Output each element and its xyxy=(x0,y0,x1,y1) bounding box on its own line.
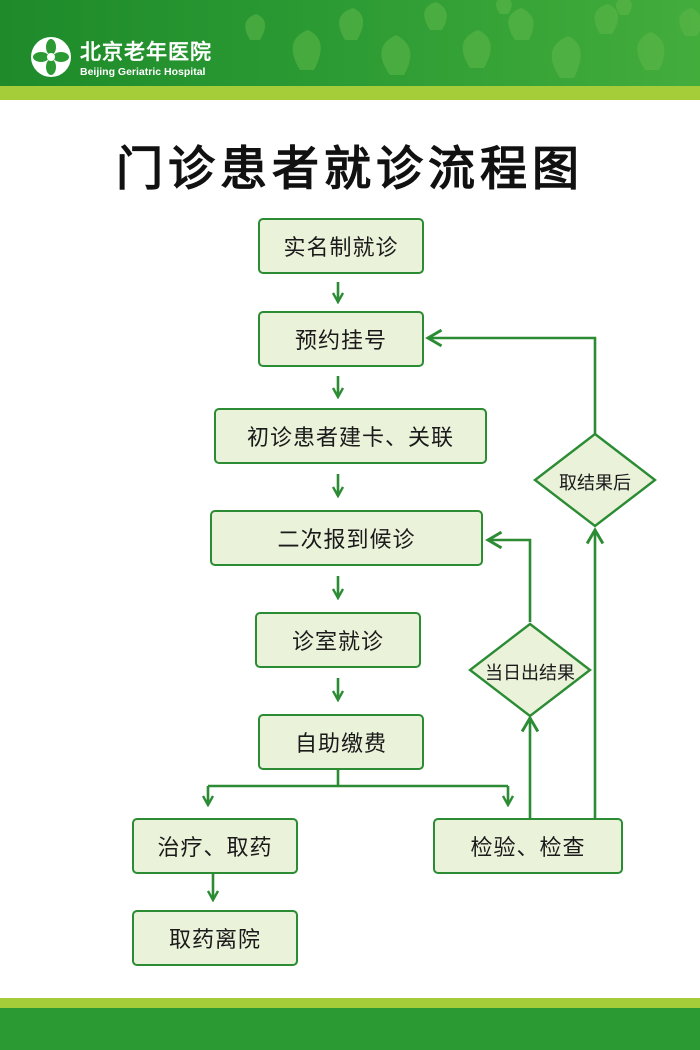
step-appointment-registration: 预约挂号 xyxy=(258,311,424,367)
hospital-name-english: Beijing Geriatric Hospital xyxy=(80,66,206,78)
step-treatment-medicine: 治疗、取药 xyxy=(132,818,298,874)
step-new-patient-card: 初诊患者建卡、关联 xyxy=(214,408,487,464)
decision-diamond-same-day xyxy=(468,622,592,718)
step-clinic-visit: 诊室就诊 xyxy=(255,612,421,668)
hospital-name: 北京老年医院 xyxy=(80,40,212,64)
arrow-decision2-to-register xyxy=(428,338,597,435)
decision-label-same-day-results: 当日出结果 xyxy=(485,663,575,684)
decision-diamond-after-results xyxy=(533,432,657,528)
header-accent-stripe xyxy=(0,86,700,100)
step-self-payment: 自助缴费 xyxy=(258,714,424,770)
step-second-checkin-wait: 二次报到候诊 xyxy=(210,510,483,566)
ginkgo-leaves-decoration xyxy=(245,0,700,78)
flowchart-connectors xyxy=(0,282,657,1000)
step-take-medicine-leave: 取药离院 xyxy=(132,910,298,966)
header-banner: 北京老年医院 Beijing Geriatric Hospital xyxy=(0,0,700,100)
decision-label-after-results: 取结果后 xyxy=(559,473,631,494)
arrow-decision1-to-checkin xyxy=(488,540,532,622)
hospital-logo-icon xyxy=(31,37,71,77)
page-title: 门诊患者就诊流程图 xyxy=(116,142,584,197)
step-real-name-visit: 实名制就诊 xyxy=(258,218,424,274)
step-lab-exam: 检验、检查 xyxy=(433,818,623,874)
footer-accent-stripe xyxy=(0,998,700,1008)
